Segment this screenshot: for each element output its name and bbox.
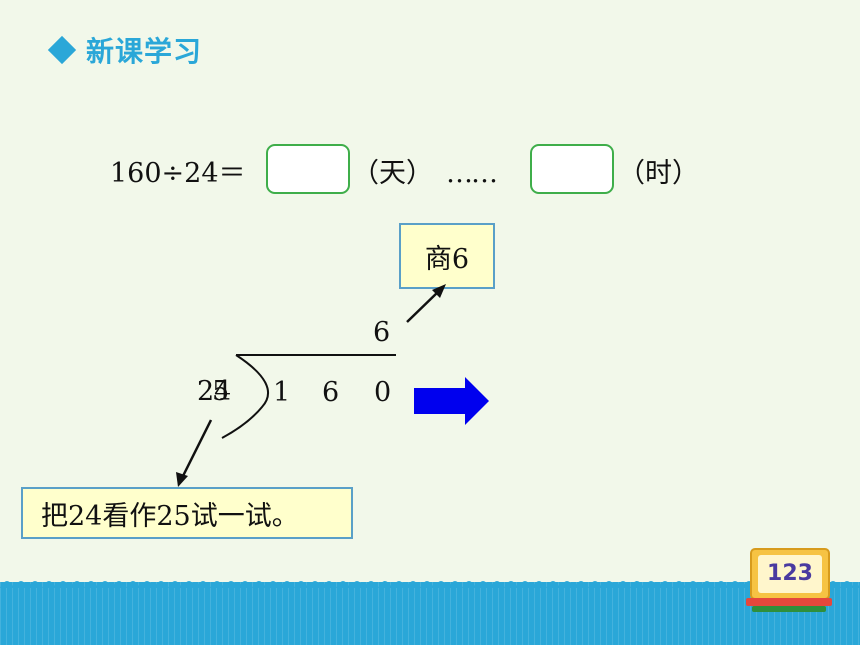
dividend-digit: 1 (273, 377, 291, 408)
book-icon: 123 (746, 548, 832, 614)
unit-hour-label: （时） (618, 158, 699, 189)
footer-band (0, 582, 860, 645)
quotient-callout-text: 商6 (424, 243, 470, 275)
quotient-digit: 6 (373, 317, 391, 348)
hint-callout-text: 把24看作25试一试。 (41, 500, 299, 532)
hint-callout: 把24看作25试一试。 (21, 487, 353, 539)
division-bracket (221, 354, 396, 439)
right-arrow-icon (414, 377, 489, 425)
pointer-arrow-icon (406, 284, 446, 323)
equation-text: 160÷24＝ (110, 158, 246, 189)
divisor: 24 (197, 376, 232, 407)
footer-wave (0, 581, 860, 588)
ellipsis: …… (446, 158, 498, 189)
answer-box-days[interactable] (266, 144, 350, 194)
section-header: 新课学习 (47, 30, 203, 70)
pointer-arrow-icon (176, 419, 213, 487)
quotient-callout: 商6 (399, 223, 495, 289)
page-number: 123 (767, 561, 813, 586)
unit-day-label: （天） (352, 158, 433, 189)
dividend-digit: 0 (374, 377, 392, 408)
answer-box-hours[interactable] (530, 144, 614, 194)
divisor-overlay-digit: 5 (212, 376, 230, 407)
section-title: 新课学习 (86, 35, 203, 68)
dividend-digit: 6 (322, 377, 340, 408)
